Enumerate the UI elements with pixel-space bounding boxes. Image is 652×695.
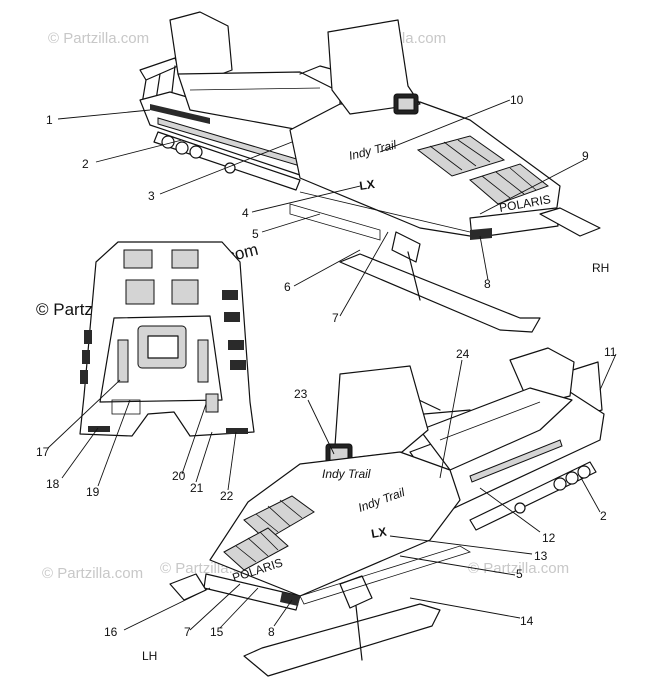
callout-13: 13	[534, 549, 548, 563]
callout-3: 3	[148, 189, 155, 203]
hood-vents-lh	[223, 495, 315, 571]
callout-labels: 1 2 3 4 5 6 7 8 9 10 11 12 13 14 15 16 1…	[36, 93, 617, 639]
side-label-lh: LH	[142, 649, 157, 663]
callout-21: 21	[190, 481, 204, 495]
callout-5b: 5	[516, 567, 523, 581]
callout-1: 1	[46, 113, 53, 127]
watermark: © Partzilla.com	[468, 560, 569, 577]
lx-decal-lh: LX	[370, 525, 388, 541]
bogie-wheels-lh	[514, 465, 591, 514]
callout-20: 20	[172, 469, 186, 483]
callout-19: 19	[86, 485, 100, 499]
callout-12: 12	[542, 531, 556, 545]
hood-top-view	[79, 241, 255, 437]
callout-5: 5	[252, 227, 259, 241]
callout-17: 17	[36, 445, 50, 459]
bogie-wheels	[161, 135, 236, 174]
callout-8b: 8	[268, 625, 275, 639]
lx-decal: LX	[358, 177, 375, 193]
callout-14: 14	[520, 614, 534, 628]
callout-16: 16	[104, 625, 118, 639]
callout-7b: 7	[184, 625, 191, 639]
side-decals-left	[80, 330, 92, 384]
callout-8: 8	[484, 277, 491, 291]
callout-23: 23	[294, 387, 308, 401]
callout-10: 10	[510, 93, 524, 107]
snowmobile-lh: LX Indy Trail Indy Trail POLARIS	[169, 347, 605, 677]
callout-22: 22	[220, 489, 234, 503]
callout-15: 15	[210, 625, 224, 639]
callout-4: 4	[242, 206, 249, 220]
callout-24: 24	[456, 347, 470, 361]
side-label-rh: RH	[592, 261, 609, 275]
script-decal-cowl: Indy Trail	[322, 467, 371, 481]
callout-11: 11	[604, 345, 617, 359]
callout-18: 18	[46, 477, 60, 491]
side-decals-right	[222, 290, 246, 370]
callout-2: 2	[82, 157, 89, 171]
callout-9: 9	[582, 149, 589, 163]
callout-7: 7	[332, 311, 339, 325]
callout-6: 6	[284, 280, 291, 294]
watermark: © Partzilla.com	[48, 30, 149, 47]
snowmobile-rh: LX Indy Trail POLARIS	[139, 11, 601, 333]
callout-2b: 2	[600, 509, 607, 523]
leader-lines	[47, 99, 617, 631]
hood-vents	[416, 135, 550, 205]
watermark: © Partzilla.com	[42, 565, 143, 582]
